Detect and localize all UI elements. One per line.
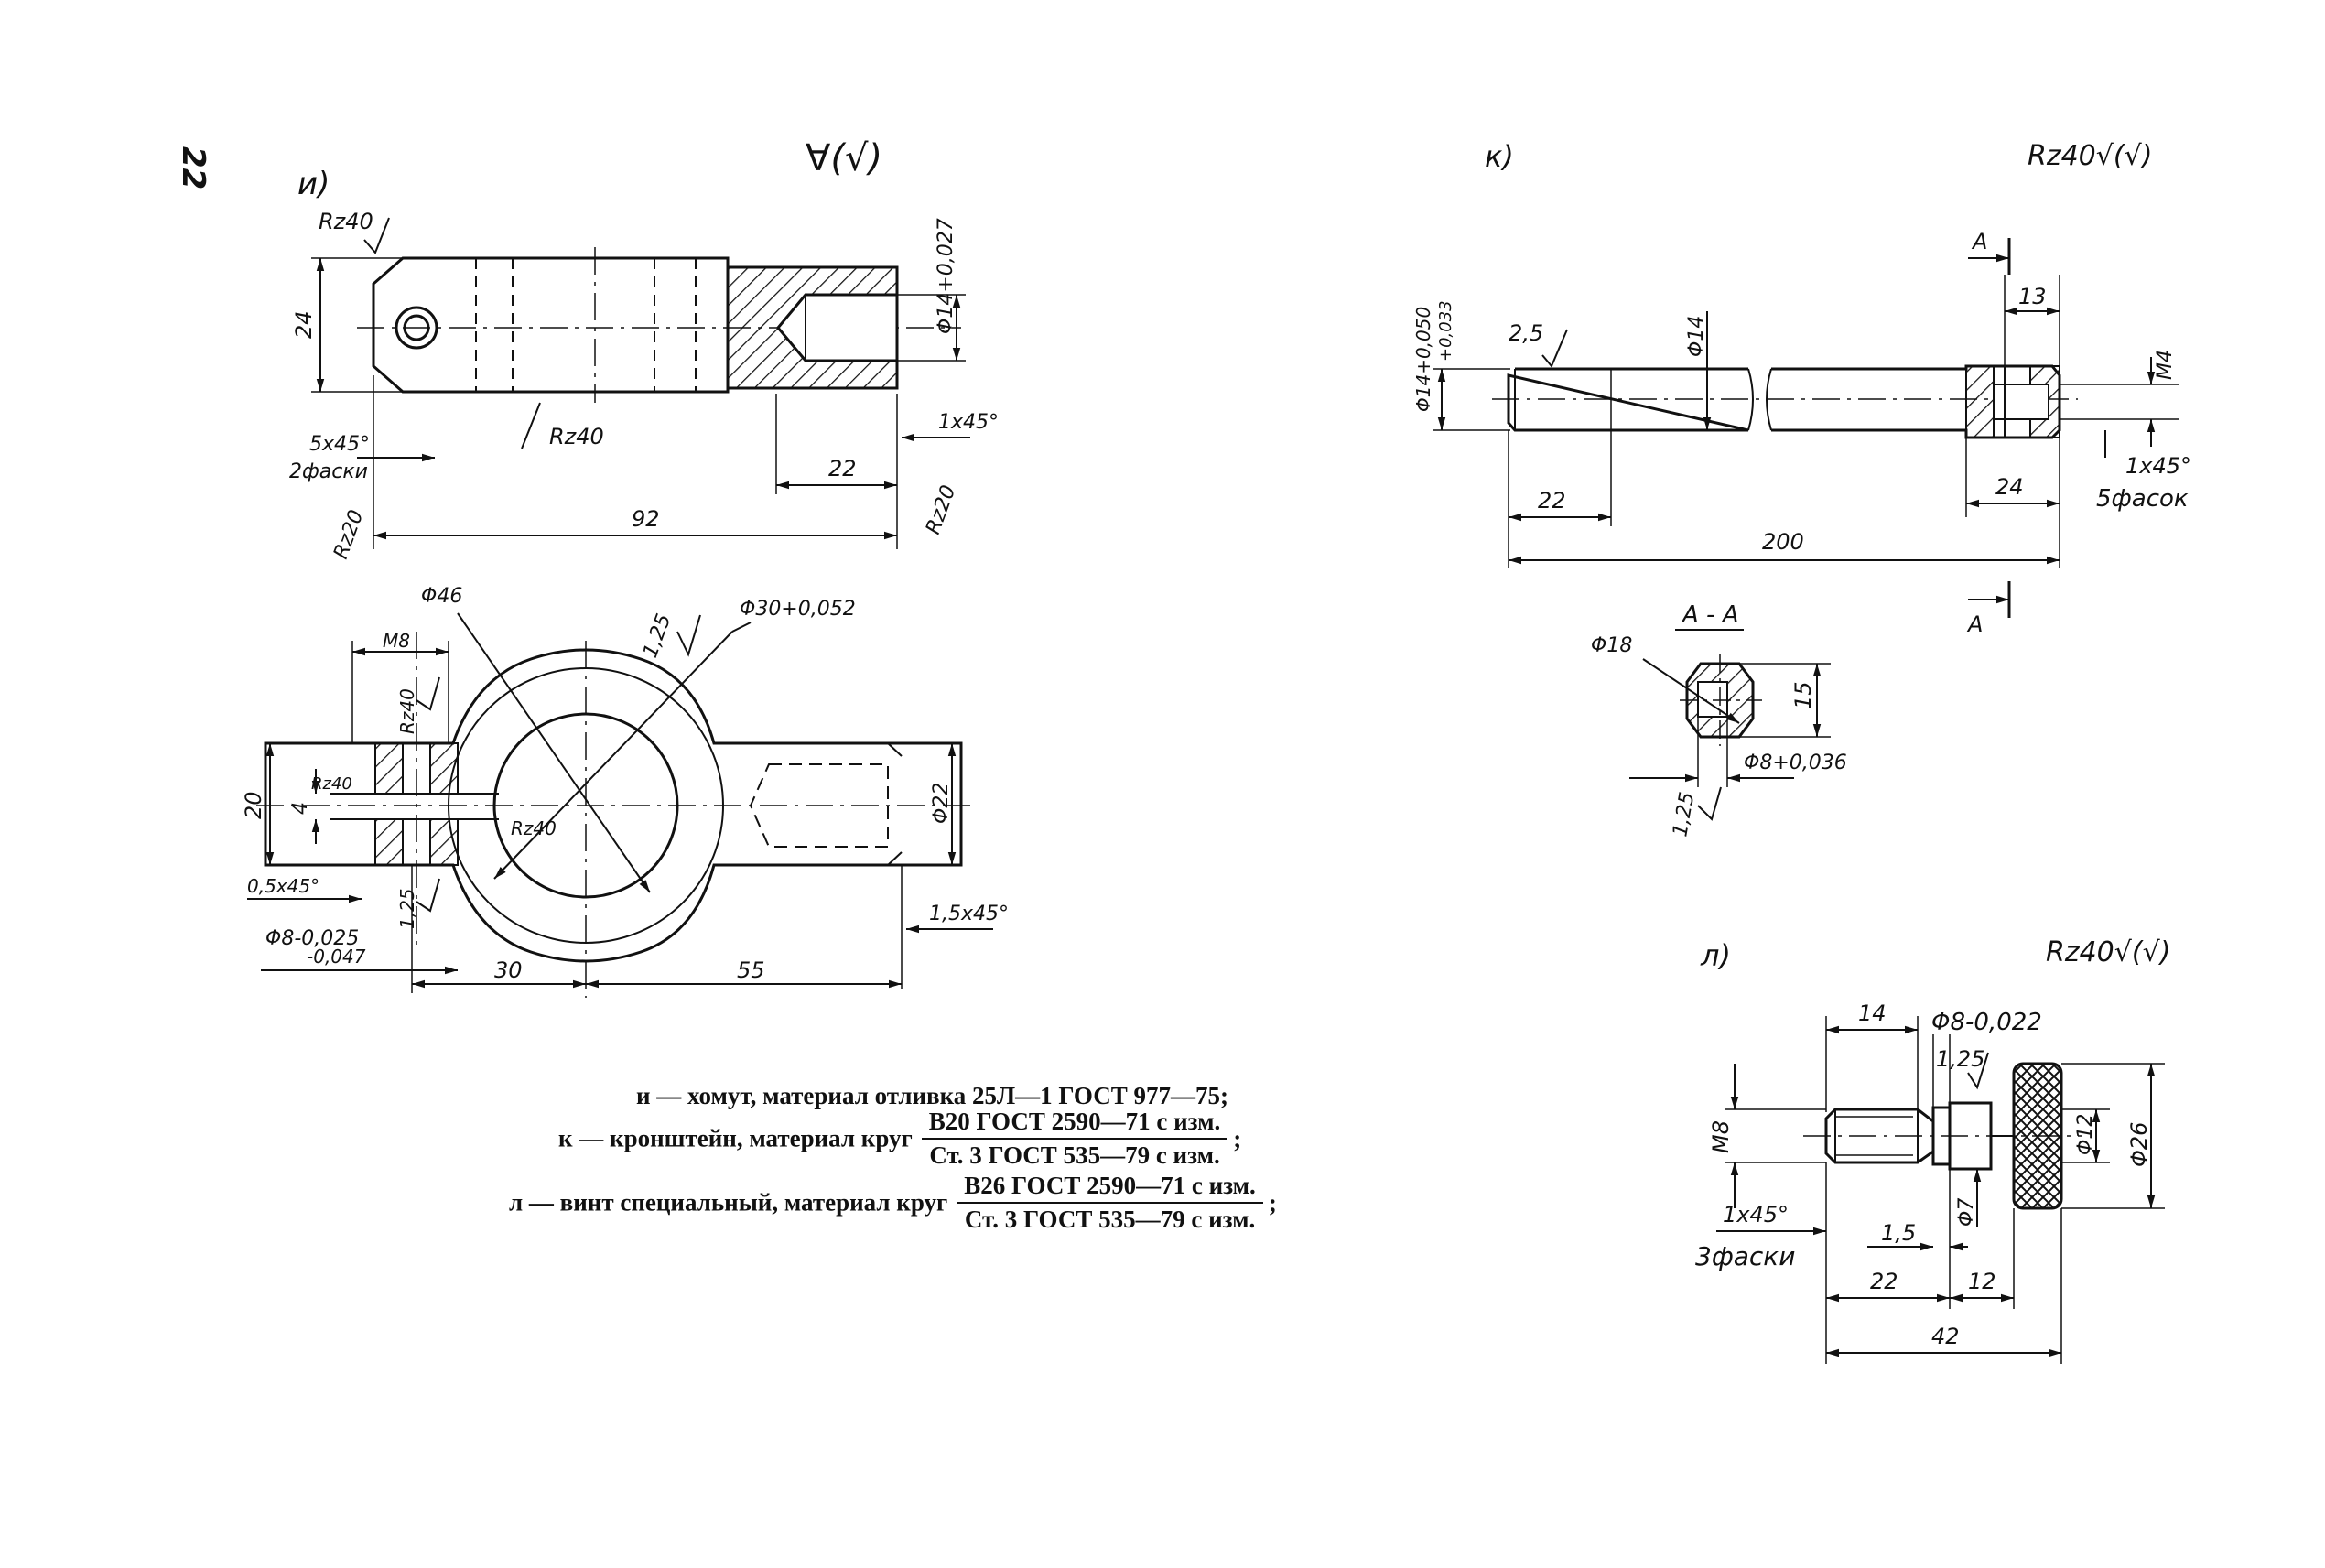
dim-i-rz20-right: Rz20 xyxy=(922,482,960,537)
figure-i-roughness-symbol: ∀(√) xyxy=(806,137,882,179)
dim-k-chamfer-1x45: 1x45° xyxy=(2125,453,2191,479)
dim-k-24: 24 xyxy=(1995,474,2024,500)
caption-l-numerator: В26 ГОСТ 2590—71 с изм. xyxy=(957,1172,1263,1204)
caption-l-prefix: л — винт специальный, материал круг xyxy=(509,1188,948,1217)
caption-line-i: и — хомут, материал отливка 25Л—1 ГОСТ 9… xyxy=(636,1082,1228,1110)
dim-i-d30-tol: Φ30+0,052 xyxy=(740,598,856,621)
dim-i-22: 22 xyxy=(828,456,857,481)
bracket-end-section xyxy=(1965,365,1995,438)
dim-i-20: 20 xyxy=(241,791,266,819)
dim-k-section-title: A - A xyxy=(1681,601,1738,629)
dim-k-d18: Φ18 xyxy=(1591,634,1632,657)
dim-i-chamfer-5x45: 5x45° xyxy=(309,433,370,456)
dim-l-15: 1,5 xyxy=(1881,1220,1916,1246)
figure-l: л) Rz40√(√) 14 Φ8-0,022 1,25 M8 Φ12 xyxy=(1695,936,2170,1364)
dim-k-r125: 1,25 xyxy=(1669,790,1699,838)
caption-l-denominator: Ст. 3 ГОСТ 535—79 с изм. xyxy=(964,1206,1256,1233)
dim-i-d22-right: Φ22 xyxy=(930,783,953,824)
dim-k-d14-tol-b: +0,033 xyxy=(1436,300,1455,362)
dim-i-chamfer-1x45: 1x45° xyxy=(938,411,999,434)
dim-l-chamfer-1x45: 1x45° xyxy=(1723,1202,1789,1227)
figure-l-roughness-symbol: Rz40√(√) xyxy=(2046,936,2170,968)
caption-k-denominator: Ст. 3 ГОСТ 535—79 с изм. xyxy=(929,1141,1220,1169)
dim-k-200: 200 xyxy=(1762,529,1804,555)
dim-l-r125: 1,25 xyxy=(1936,1046,1984,1072)
caption-line-k: к — кронштейн, материал круг В20 ГОСТ 259… xyxy=(558,1108,1241,1170)
dim-i-chamfer-15x45: 1,5x45° xyxy=(929,903,1009,925)
caption-k-prefix: к — кронштейн, материал круг xyxy=(558,1124,913,1152)
caption-k-fraction: В20 ГОСТ 2590—71 с изм.Ст. 3 ГОСТ 535—79… xyxy=(921,1108,1228,1170)
dim-l-12-len: 12 xyxy=(1968,1269,1996,1294)
dim-i-d46: Φ46 xyxy=(421,585,462,608)
dim-i-d8-tol-a: Φ8-0,025 xyxy=(265,927,359,950)
dim-l-three-chamfers: 3фаски xyxy=(1695,1241,1795,1271)
figure-i-label: и) xyxy=(297,166,330,202)
dim-k-d14: Φ14 xyxy=(1685,316,1708,357)
dim-i-d8-tol-b: -0,047 xyxy=(307,946,366,968)
caption-l-fraction: В26 ГОСТ 2590—71 с изм.Ст. 3 ГОСТ 535—79… xyxy=(957,1172,1263,1234)
dim-i-rz20-left: Rz20 xyxy=(330,507,368,562)
dim-k-m4: M4 xyxy=(2154,350,2177,380)
clamp-side-view-outline xyxy=(372,256,730,394)
caption-line-l: л — винт специальный, материал круг В26 Г… xyxy=(509,1172,1277,1234)
figure-k-roughness-symbol: Rz40√(√) xyxy=(2028,140,2152,172)
dim-i-4: 4 xyxy=(289,802,312,815)
dim-k-22: 22 xyxy=(1538,488,1566,514)
figure-k: к) Rz40√(√) A A 13 Φ14+0,050 +0,033 2,5 xyxy=(1412,139,2191,838)
dim-l-d26: Φ26 xyxy=(2126,1122,2152,1167)
dim-i-rz40-mid: Rz40 xyxy=(549,424,604,449)
dim-k-five-chamfers: 5фасок xyxy=(2096,485,2189,513)
dim-i-rz40-hole: Rz40 xyxy=(396,688,418,734)
dim-i-92: 92 xyxy=(632,506,660,532)
dim-i-chamfer-05x45: 0,5x45° xyxy=(247,875,319,897)
dim-k-15: 15 xyxy=(1790,681,1816,709)
dim-i-rz40-inner: Rz40 xyxy=(511,817,557,839)
dim-i-r125-bot: 1,25 xyxy=(396,888,418,929)
dim-l-d8-tol: Φ8-0,022 xyxy=(1931,1009,2042,1036)
dim-i-rz40-top: Rz40 xyxy=(319,209,373,234)
caption-k-numerator: В20 ГОСТ 2590—71 с изм. xyxy=(921,1108,1228,1140)
figure-l-label: л) xyxy=(1700,938,1731,973)
caption-k-end: ; xyxy=(1233,1124,1242,1152)
dim-i-m8: M8 xyxy=(383,630,410,652)
dim-l-m8: M8 xyxy=(1708,1120,1734,1153)
dim-i-rz40-slot: Rz40 xyxy=(311,774,352,794)
caption-l-end: ; xyxy=(1268,1188,1277,1217)
clamp-small-hole-outer xyxy=(395,306,438,350)
dim-k-r25: 2,5 xyxy=(1509,320,1543,346)
figure-k-label: к) xyxy=(1485,139,1514,174)
dim-l-42: 42 xyxy=(1931,1324,1960,1349)
dim-l-14: 14 xyxy=(1858,1000,1887,1026)
dim-i-30: 30 xyxy=(494,957,523,983)
dim-i-r125-top: 1,25 xyxy=(639,611,676,661)
dim-k-13: 13 xyxy=(2018,284,2047,309)
clamp-ring-outline xyxy=(264,648,963,963)
caption-i-text: и — хомут, материал отливка 25Л—1 ГОСТ 9… xyxy=(636,1082,1228,1109)
figure-i: и) ∀(√) 24 Rz40 Φ14+0,027 Rz40 5x45° 2фа… xyxy=(241,137,1009,998)
dim-k-d14-tol-a: Φ14+0,050 xyxy=(1412,307,1434,412)
page-number: 22 xyxy=(175,146,211,189)
dim-l-22: 22 xyxy=(1870,1269,1898,1294)
dim-i-d14-tol: Φ14+0,027 xyxy=(935,218,957,334)
dim-i-24: 24 xyxy=(291,310,317,339)
dim-k-section-a-bot: A xyxy=(1966,611,1983,637)
dim-l-d12: Φ12 xyxy=(2074,1114,2097,1155)
dim-i-55: 55 xyxy=(737,957,765,983)
dim-k-d8-tol: Φ8+0,036 xyxy=(1744,752,1847,774)
dim-i-two-chamfers: 2фаски xyxy=(289,460,368,483)
dim-l-d7: Φ7 xyxy=(1955,1198,1978,1227)
dim-k-section-a-top: A xyxy=(1971,229,1987,254)
